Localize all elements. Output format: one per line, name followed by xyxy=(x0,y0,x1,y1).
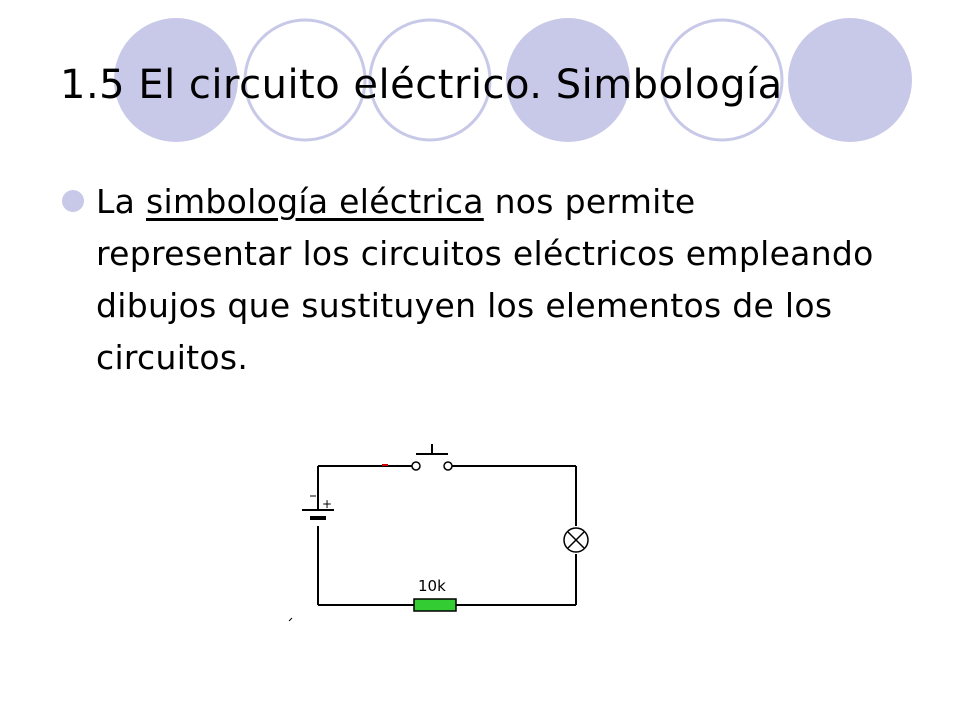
bullet-text: La simbología eléctrica nos permite repr… xyxy=(96,176,882,384)
resistor-label: 10k xyxy=(418,577,446,595)
bullet-icon xyxy=(62,190,84,212)
circle-outline-1 xyxy=(243,18,367,142)
circle-filled-3 xyxy=(788,18,912,142)
simbologia-link[interactable]: simbología eléctrica xyxy=(146,182,484,221)
circle-filled-2 xyxy=(506,18,630,142)
slide-title: 1.5 El circuito eléctrico. Simbología xyxy=(60,62,783,108)
stray-mark xyxy=(288,617,293,622)
switch-symbol xyxy=(411,444,453,471)
circle-filled-1 xyxy=(114,18,238,142)
circle-outline-2 xyxy=(368,18,492,142)
bullet-rest: nos permite representar los circuitos el… xyxy=(96,182,874,377)
circuit-diagram: + 10k xyxy=(288,444,589,622)
battery-symbol xyxy=(302,509,334,520)
lamp-symbol xyxy=(563,527,589,553)
bullet-item: La simbología eléctrica nos permite repr… xyxy=(62,176,882,384)
battery-plus-sign: + xyxy=(322,497,332,511)
bullet-prefix: La xyxy=(96,182,146,221)
circle-outline-3 xyxy=(660,18,784,142)
resistor-symbol xyxy=(413,598,457,612)
decorative-circles xyxy=(114,18,912,142)
